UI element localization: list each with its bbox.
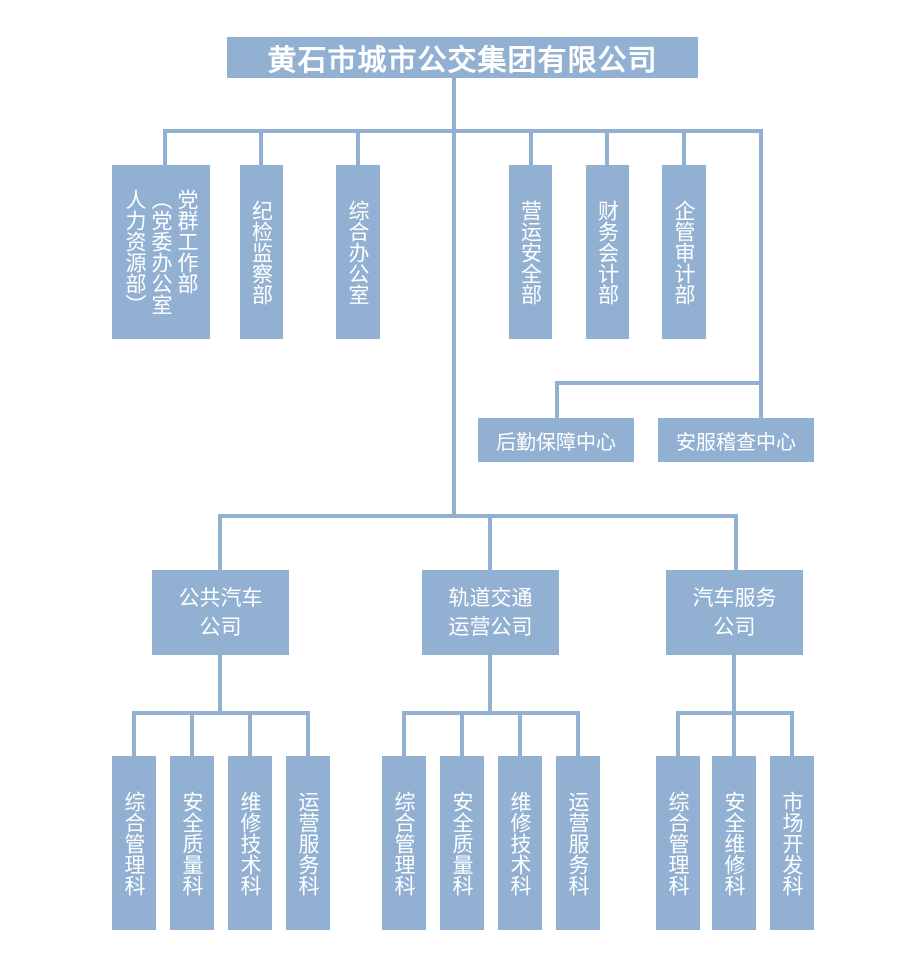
company-label-line1: 公共汽车 bbox=[178, 585, 263, 610]
connector-c2-s3 bbox=[518, 711, 522, 756]
section-label: 市场开发科 bbox=[780, 790, 804, 896]
section-box: 安全质量科 bbox=[170, 756, 214, 930]
section-label: 安全维修科 bbox=[722, 790, 746, 896]
center-box-logistics: 后勤保障中心 bbox=[478, 418, 634, 462]
dept-box-audit: 企管审计部 bbox=[662, 165, 706, 339]
section-box: 安全维修科 bbox=[712, 756, 756, 930]
connector-c3-down bbox=[732, 655, 736, 713]
dept-label-line: （党委办公室 bbox=[149, 189, 173, 315]
section-label: 综合管理科 bbox=[122, 790, 146, 896]
connector-dept-6 bbox=[682, 129, 686, 165]
connector-dept-1 bbox=[163, 129, 167, 165]
company-label-line2: 运营公司 bbox=[448, 614, 533, 639]
section-label: 安全质量科 bbox=[450, 790, 474, 896]
center-label: 后勤保障中心 bbox=[496, 429, 616, 454]
dept-box-discipline: 纪检监察部 bbox=[240, 165, 283, 339]
connector-center-1 bbox=[555, 381, 559, 418]
company-label-line2: 公司 bbox=[713, 614, 756, 639]
dept-box-party: 党群工作部 （党委办公室 人力资源部） bbox=[112, 165, 210, 339]
section-box: 综合管理科 bbox=[656, 756, 700, 930]
connector-dept-5 bbox=[605, 129, 609, 165]
dept-label: 营运安全部 bbox=[518, 199, 543, 305]
center-box-inspection: 安服稽查中心 bbox=[658, 418, 814, 462]
section-label: 运营服务科 bbox=[566, 790, 590, 896]
dept-box-general-office: 综合办公室 bbox=[336, 165, 380, 339]
connector-c2-bar bbox=[402, 711, 580, 715]
connector-company-bar bbox=[218, 514, 738, 518]
section-box: 综合管理科 bbox=[112, 756, 156, 930]
connector-c2-s4 bbox=[576, 711, 580, 756]
connector-c2-down bbox=[488, 655, 492, 713]
company-box-bus: 公共汽车 公司 bbox=[152, 570, 289, 655]
section-box: 安全质量科 bbox=[440, 756, 484, 930]
connector-company-1 bbox=[218, 514, 222, 570]
section-box: 运营服务科 bbox=[556, 756, 600, 930]
dept-label-line: 人力资源部） bbox=[123, 189, 147, 315]
section-label: 运营服务科 bbox=[296, 790, 320, 896]
section-box: 市场开发科 bbox=[770, 756, 814, 930]
dept-box-operations-safety: 营运安全部 bbox=[509, 165, 552, 339]
dept-label: 财务会计部 bbox=[595, 199, 620, 305]
connector-c1-down bbox=[218, 655, 222, 713]
connector-c3-s2 bbox=[732, 711, 736, 756]
connector-company-2 bbox=[488, 514, 492, 570]
company-label-line1: 轨道交通 bbox=[448, 585, 533, 610]
connector-c1-s1 bbox=[132, 711, 136, 756]
section-label: 安全质量科 bbox=[180, 790, 204, 896]
connector-c1-s2 bbox=[190, 711, 194, 756]
section-box: 维修技术科 bbox=[498, 756, 542, 930]
connector-c1-bar bbox=[132, 711, 310, 715]
connector-dept-bar bbox=[163, 129, 763, 133]
dept-label: 综合办公室 bbox=[346, 199, 370, 305]
connector-c3-s1 bbox=[676, 711, 680, 756]
section-label: 维修技术科 bbox=[508, 790, 532, 896]
section-label: 综合管理科 bbox=[392, 790, 416, 896]
connector-company-3 bbox=[734, 514, 738, 570]
org-root-box: 黄石市城市公交集团有限公司 bbox=[227, 37, 698, 78]
dept-box-finance: 财务会计部 bbox=[586, 165, 629, 339]
connector-dept-2 bbox=[259, 129, 263, 165]
connector-center-bar bbox=[555, 381, 763, 385]
section-box: 运营服务科 bbox=[286, 756, 330, 930]
connector-right-vertical bbox=[759, 129, 763, 418]
connector-dept-4 bbox=[529, 129, 533, 165]
company-label-line2: 公司 bbox=[199, 614, 242, 639]
section-label: 维修技术科 bbox=[238, 790, 262, 896]
dept-label: 纪检监察部 bbox=[249, 199, 274, 305]
org-root-title: 黄石市城市公交集团有限公司 bbox=[267, 42, 658, 77]
dept-label: 企管审计部 bbox=[672, 199, 696, 305]
connector-c3-s3 bbox=[790, 711, 794, 756]
company-label-line1: 汽车服务 bbox=[692, 585, 777, 610]
connector-c1-s4 bbox=[306, 711, 310, 756]
section-box: 综合管理科 bbox=[382, 756, 426, 930]
company-box-rail: 轨道交通 运营公司 bbox=[422, 570, 559, 655]
connector-c2-s2 bbox=[460, 711, 464, 756]
dept-label-line: 党群工作部 bbox=[175, 189, 199, 294]
section-label: 综合管理科 bbox=[666, 790, 690, 896]
center-label: 安服稽查中心 bbox=[676, 429, 796, 454]
connector-c1-s3 bbox=[248, 711, 252, 756]
connector-c2-s1 bbox=[402, 711, 406, 756]
section-box: 维修技术科 bbox=[228, 756, 272, 930]
connector-trunk bbox=[452, 78, 456, 518]
connector-dept-3 bbox=[356, 129, 360, 165]
company-box-auto-service: 汽车服务 公司 bbox=[666, 570, 803, 655]
